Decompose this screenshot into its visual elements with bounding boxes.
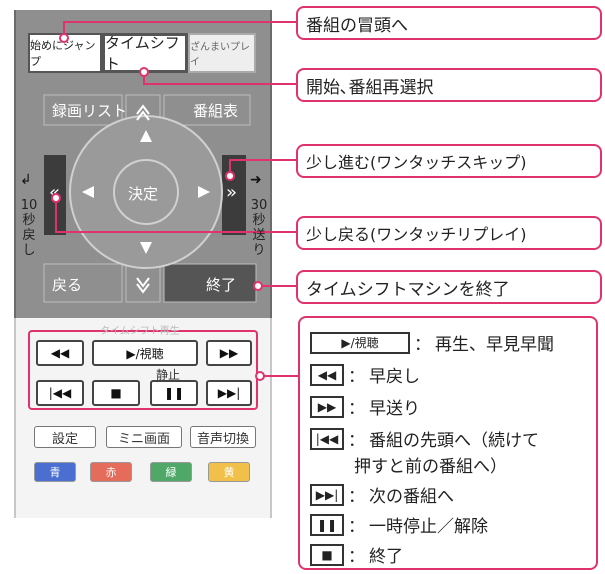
button-legend: ▶/視聴 ： 再生、早見早聞 ◀◀ ： 早戻し ▶▶ ： 早送り |◀◀ ： 番… bbox=[298, 316, 598, 570]
audio-switch-button[interactable]: 音声切換 bbox=[190, 426, 256, 448]
play-button[interactable]: ▶/視聴 bbox=[92, 340, 198, 366]
callout-dot bbox=[225, 171, 235, 181]
back-cell bbox=[43, 263, 123, 303]
legend-colon: ： bbox=[348, 399, 365, 419]
skip-forward-side-label: 30 秒 送 り bbox=[250, 198, 268, 258]
legend-colon: ： bbox=[348, 517, 365, 537]
callout-skip-forward: 少し進む(ワンタッチスキップ) bbox=[296, 144, 602, 178]
legend-colon: ： bbox=[348, 367, 365, 387]
callout-end-timeshift: タイムシフトマシンを終了 bbox=[296, 270, 602, 304]
callout-dot bbox=[255, 371, 265, 381]
legend-next-desc: 次の番組へ bbox=[369, 487, 454, 507]
legend-colon: ： bbox=[414, 335, 431, 355]
decide-button[interactable] bbox=[113, 159, 179, 225]
zanmai-play-button[interactable]: ざんまいプレイ bbox=[188, 33, 256, 73]
end-button[interactable]: 終了 bbox=[206, 276, 237, 294]
green-button[interactable]: 緑 bbox=[150, 462, 192, 482]
record-list-label: 録画リスト bbox=[52, 102, 128, 120]
legend-colon: ： bbox=[348, 487, 365, 507]
callout-dot bbox=[139, 67, 149, 77]
skip-forward-icon: » bbox=[226, 182, 237, 203]
page-down-icon bbox=[136, 277, 150, 288]
program-guide-cell bbox=[163, 94, 251, 126]
back-label[interactable]: 戻る bbox=[52, 276, 83, 294]
legend-row-prev: |◀◀ ： 番組の先頭へ（続けて bbox=[310, 426, 539, 451]
stop-button[interactable]: ■ bbox=[92, 380, 140, 406]
playback-ghost-label: タイムシフト再生 bbox=[100, 326, 180, 337]
play-key-icon: ▶/視聴 bbox=[310, 331, 410, 354]
callout-start-select: 開始､番組再選択 bbox=[296, 68, 602, 102]
pause-key-icon: ❚❚ bbox=[310, 513, 344, 536]
legend-pause-desc: 一時停止／解除 bbox=[369, 517, 488, 537]
callout-program-start: 番組の冒頭へ bbox=[296, 6, 602, 40]
page-down-icon-2 bbox=[136, 283, 150, 294]
prev-button[interactable]: |◀◀ bbox=[36, 380, 84, 406]
legend-row-prev-2: 押すと前の番組へ） bbox=[354, 452, 507, 477]
legend-rewind-desc: 早戻し bbox=[369, 367, 420, 387]
right-arrow-icon bbox=[198, 186, 210, 198]
mini-screen-button[interactable]: ミニ画面 bbox=[106, 426, 182, 448]
legend-row-rewind: ◀◀ ： 早戻し bbox=[310, 362, 420, 387]
legend-row-ff: ▶▶ ： 早送り bbox=[310, 394, 420, 419]
callout-dot bbox=[51, 193, 61, 203]
still-label: 静止 bbox=[156, 368, 181, 382]
back-skip-icon: ↲ bbox=[20, 172, 32, 188]
program-guide-label: 番組表 bbox=[193, 102, 239, 120]
left-arrow-icon bbox=[82, 186, 94, 198]
legend-colon: ： bbox=[348, 431, 365, 451]
page-down-cell bbox=[125, 263, 161, 303]
legend-prev-desc-2: 押すと前の番組へ） bbox=[354, 457, 507, 477]
next-key-icon: ▶▶| bbox=[310, 483, 344, 506]
yellow-button[interactable]: 黄 bbox=[208, 462, 250, 482]
legend-row-play: ▶/視聴 ： 再生、早見早聞 bbox=[310, 330, 554, 355]
legend-row-next: ▶▶| ： 次の番組へ bbox=[310, 482, 454, 507]
decide-label: 決定 bbox=[128, 185, 159, 203]
forward-skip-icon: ➜ bbox=[250, 172, 262, 188]
legend-ff-desc: 早送り bbox=[369, 399, 420, 419]
skip-back-side-label: 10 秒 戻 し bbox=[20, 198, 38, 258]
fast-forward-button[interactable]: ▶▶ bbox=[206, 340, 252, 366]
legend-colon: ： bbox=[348, 547, 365, 567]
skip-back-icon: « bbox=[49, 182, 60, 203]
page-up-icon-2 bbox=[136, 110, 150, 121]
callout-dot bbox=[253, 281, 263, 291]
rewind-button[interactable]: ◀◀ bbox=[36, 340, 84, 366]
skip-forward-bar bbox=[222, 155, 246, 235]
ff-key-icon: ▶▶ bbox=[310, 395, 344, 418]
down-arrow-icon bbox=[140, 242, 152, 254]
record-list-cell bbox=[43, 94, 123, 126]
legend-stop-desc: 終了 bbox=[369, 547, 403, 567]
rewind-key-icon: ◀◀ bbox=[310, 363, 344, 386]
blue-button[interactable]: 青 bbox=[34, 462, 76, 482]
leader-lines bbox=[55, 21, 298, 377]
callout-skip-back: 少し戻る(ワンタッチリプレイ) bbox=[296, 216, 602, 250]
settings-button[interactable]: 設定 bbox=[34, 426, 96, 448]
page-up-icon bbox=[136, 104, 150, 115]
playback-highlight-box bbox=[28, 330, 258, 410]
legend-row-pause: ❚❚ ： 一時停止／解除 bbox=[310, 512, 488, 537]
next-button[interactable]: ▶▶| bbox=[206, 380, 252, 406]
up-arrow-icon bbox=[140, 130, 152, 142]
legend-prev-desc-1: 番組の先頭へ（続けて bbox=[369, 431, 539, 451]
legend-row-stop: ■ ： 終了 bbox=[310, 542, 403, 567]
prev-key-icon: |◀◀ bbox=[310, 427, 344, 450]
red-button[interactable]: 赤 bbox=[90, 462, 132, 482]
legend-play-desc: 再生、早見早聞 bbox=[435, 335, 554, 355]
callout-dot bbox=[59, 33, 69, 43]
pause-button[interactable]: ❚❚ bbox=[150, 380, 198, 406]
stop-key-icon: ■ bbox=[310, 543, 344, 566]
